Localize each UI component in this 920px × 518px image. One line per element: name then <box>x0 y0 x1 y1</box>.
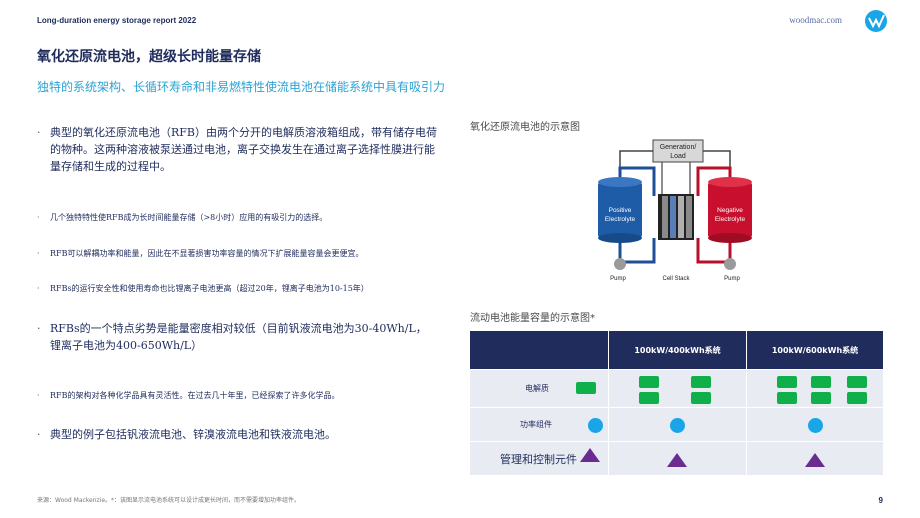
negative-label: Electrolyte <box>715 216 746 223</box>
control-unit-icon <box>667 453 687 467</box>
pump-label: Pump <box>724 276 740 282</box>
bullet-item: 典型的例子包括钒液流电池、锌溴液流电池和铁液流电池。 <box>37 426 437 443</box>
table-cell <box>746 408 883 441</box>
row-label: 电解质 <box>525 384 549 393</box>
electrolyte-unit-icon <box>777 376 797 388</box>
positive-tank <box>598 182 642 238</box>
row-label: 功率组件 <box>520 420 552 429</box>
table-cell <box>608 442 746 475</box>
table-header-cell: 100kW/400kWh系统 <box>608 331 746 369</box>
bullet-item: RFBs的运行安全性和使用寿命也比锂离子电池更高（超过20年，锂离子电池为10-… <box>37 283 437 295</box>
power-unit-icon <box>588 418 603 433</box>
table-header: 100kW/400kWh系统 100kW/600kWh系统 <box>470 331 883 369</box>
report-title: Long-duration energy storage report 2022 <box>37 16 197 25</box>
electrolyte-unit-icon <box>639 376 659 388</box>
bullet-item: 几个独特特性使RFB成为长时间能量存储（>8小时）应用的有吸引力的选择。 <box>37 212 437 224</box>
row-label-cell: 功率组件 <box>470 408 608 441</box>
negative-label: Negative <box>717 207 743 214</box>
table-title: 流动电池能量容量的示意图* <box>470 313 595 324</box>
electrolyte-unit-icon <box>811 392 831 404</box>
positive-label: Positive <box>609 207 632 214</box>
electrolyte-unit-icon <box>777 392 797 404</box>
table-row: 管理和控制元件 <box>470 441 883 475</box>
page-title: 氧化还原流电池，超级长时能量存储 <box>37 49 261 65</box>
flow-battery-diagram: Generation/ Load Positive Electrolyte Ne… <box>598 139 752 282</box>
pump-label: Pump <box>610 276 626 282</box>
table-cell <box>608 370 746 407</box>
positive-label: Electrolyte <box>605 216 636 223</box>
pump-right-icon <box>724 258 736 270</box>
control-unit-icon <box>805 453 825 467</box>
power-unit-icon <box>670 418 685 433</box>
woodmac-logo-icon <box>865 10 887 32</box>
electrolyte-unit-icon <box>639 392 659 404</box>
table-header-cell: 100kW/600kWh系统 <box>746 331 883 369</box>
row-label: 管理和控制元件 <box>500 452 577 466</box>
row-label-cell: 电解质 <box>470 370 608 407</box>
load-label: Load <box>670 153 686 160</box>
electrolyte-unit-icon <box>847 392 867 404</box>
site-link[interactable]: woodmac.com <box>789 15 842 25</box>
table-row: 功率组件 <box>470 407 883 441</box>
electrolyte-unit-icon <box>576 382 596 394</box>
row-label-cell: 管理和控制元件 <box>470 442 608 475</box>
table-row: 电解质 <box>470 369 883 407</box>
table-cell <box>608 408 746 441</box>
electrolyte-unit-icon <box>811 376 831 388</box>
bullet-item: RFB可以解耦功率和能量，因此在不显著损害功率容量的情况下扩展能量容量会更便宜。 <box>37 248 437 260</box>
electrolyte-unit-icon <box>691 392 711 404</box>
power-unit-icon <box>808 418 823 433</box>
page-subtitle: 独特的系统架构、长循环寿命和非易燃特性使流电池在储能系统中具有吸引力 <box>37 80 446 94</box>
source-note: 来源：Wood Mackenzie。*：该图显示流电池系统可以设计成更长时间，而… <box>37 497 301 504</box>
bullet-item: 典型的氧化还原流电池（RFB）由两个分开的电解质溶液箱组成，带有储存电荷的物种。… <box>37 124 437 175</box>
table-cell <box>746 442 883 475</box>
bullet-item: RFBs的一个特点劣势是能量密度相对较低（目前钒液流电池为30-40Wh/L，锂… <box>37 320 437 354</box>
electrolyte-unit-icon <box>691 376 711 388</box>
pump-left-icon <box>614 258 626 270</box>
table-header-cell <box>470 331 608 369</box>
bullet-item: RFB的架构对各种化学品具有灵活性。在过去几十年里，已经探索了许多化学品。 <box>37 390 437 402</box>
control-unit-icon <box>580 448 600 462</box>
negative-tank <box>708 182 752 238</box>
load-label: Generation/ <box>660 144 697 151</box>
page-number: 9 <box>878 496 883 505</box>
electrolyte-unit-icon <box>847 376 867 388</box>
capacity-table: 100kW/400kWh系统 100kW/600kWh系统 电解质 功率组件 <box>470 331 883 475</box>
diagram-title: 氧化还原流电池的示意图 <box>470 122 580 133</box>
cell-stack-label: Cell Stack <box>662 276 690 282</box>
table-cell <box>746 370 883 407</box>
